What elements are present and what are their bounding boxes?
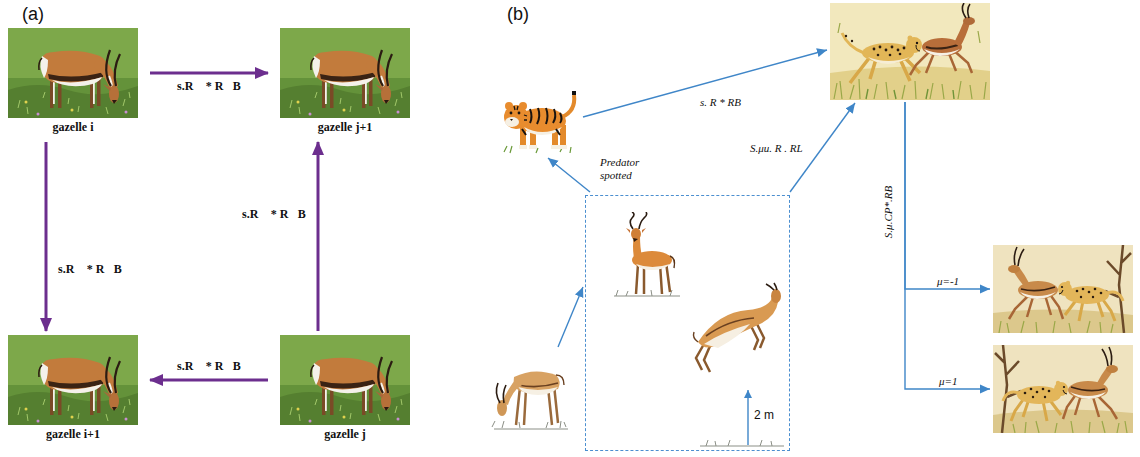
panel-label: (b) [505,4,531,25]
flow-arrow [548,158,590,192]
cheetah-chase-drawing [830,3,990,100]
photo-caption: gazelle j+1 [276,120,414,135]
grazing-gazelle-drawing [492,371,568,429]
chase-box [830,3,990,100]
gazelle-photo [280,28,410,118]
edge-label: s.R⃗ * R⃗B [175,79,243,94]
photo-caption: gazelle j [276,427,414,442]
dimension-label: 2 m [754,408,774,422]
chase-outcome-drawing [993,245,1133,333]
edge-label: μ=1 [937,375,959,387]
jumping-springbok-drawing [694,283,782,372]
flow-arrow [45,142,48,331]
gazelle-photo-box: gazelle j+1 [276,28,414,138]
dashed-group-box: 2 m [585,195,790,451]
edge-label: s.R⃗ * R⃗B [240,207,308,222]
outcome-box [993,345,1133,433]
gazelle-photo [8,28,138,118]
height-arrow [747,390,748,445]
flow-arrow [905,102,990,389]
grazing-box [490,345,570,430]
flow-arrow [150,379,268,382]
photo-caption: gazelle i+1 [4,427,142,442]
branch-formula: S.μ.CP*.RB [882,184,894,240]
edge-label: μ=-1 [935,275,961,287]
edge-label: s. R * RB [698,96,743,108]
flow-arrow [150,72,268,75]
panel-label: (a) [20,4,46,25]
gazelle-photo-box: gazelle j [276,335,414,445]
gazelle-photo [280,335,410,425]
tiger-drawing [504,91,574,153]
edge-label: s.R⃗ * R⃗B [175,359,243,374]
edge-label: Predator spotted [598,156,664,182]
chase-outcome-mirrored [993,345,1133,433]
flow-arrow [583,50,827,117]
edge-label: s.R⃗ * R⃗B [56,262,124,277]
tiger-box [500,85,580,155]
photo-caption: gazelle i [4,120,142,135]
standing-antelope-drawing [614,212,680,296]
flow-arrow [558,287,583,347]
ground-line [700,440,784,446]
edge-label: S.μu. R . RL [748,142,805,154]
gazelle-photo-box: gazelle i [4,28,142,138]
chase-outcome-drawing [993,345,1133,433]
gazelle-photo [8,335,138,425]
flow-arrow [905,102,990,289]
gazelle-photo-box: gazelle i+1 [4,335,142,445]
outcome-box [993,245,1133,333]
flow-arrow [317,142,320,331]
